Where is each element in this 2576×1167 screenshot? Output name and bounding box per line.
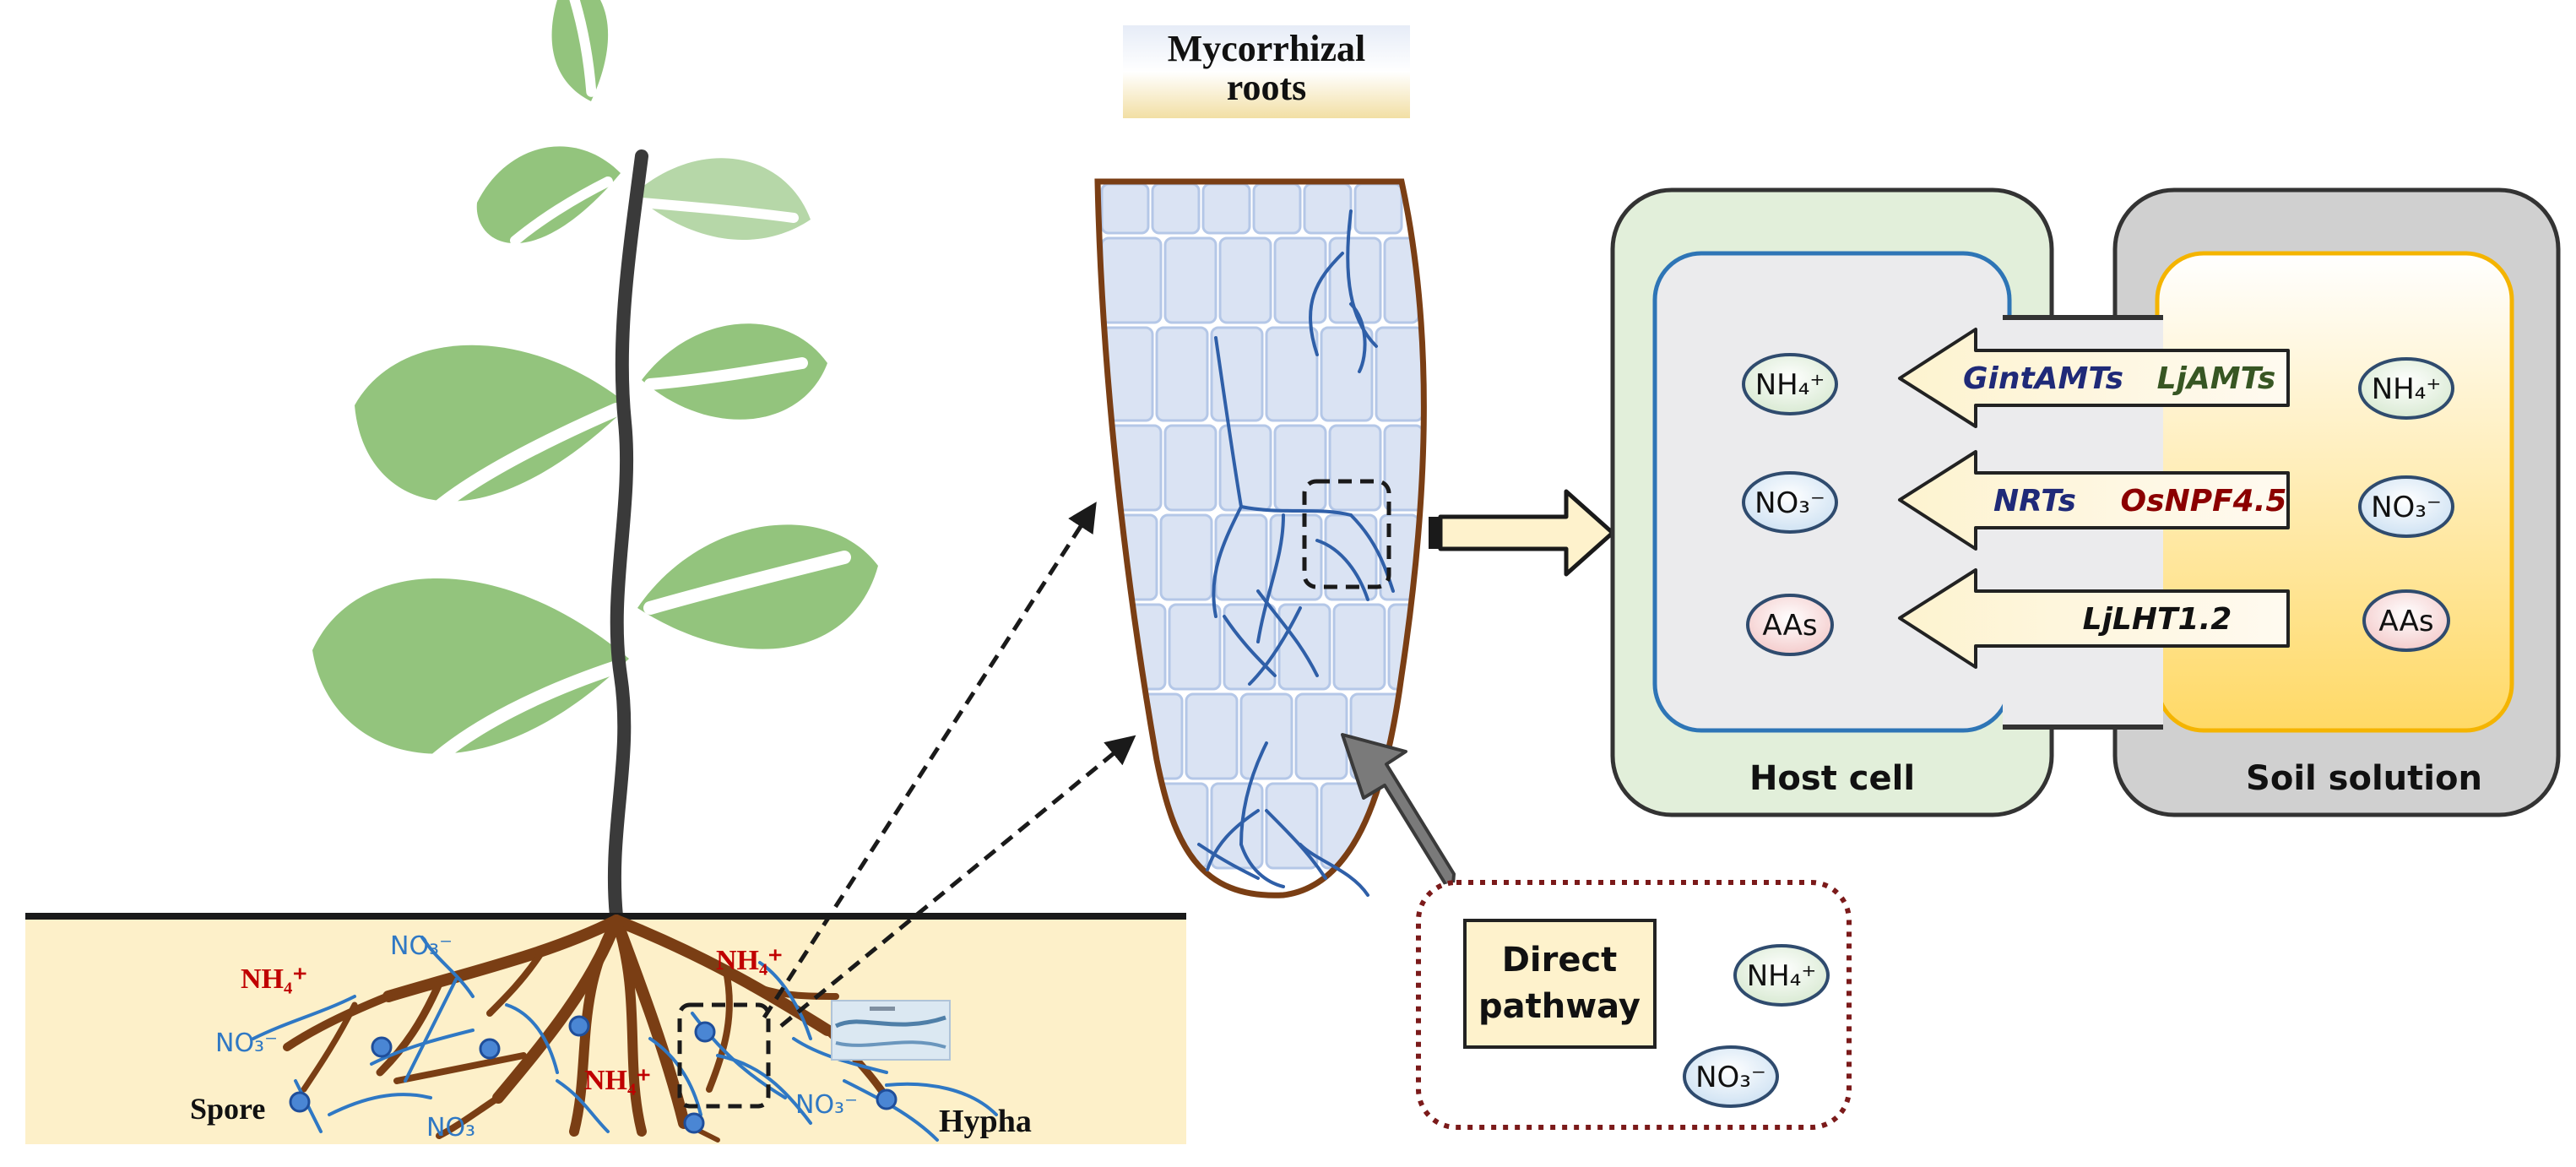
label-nh4-right: NH₄⁺ [716, 945, 783, 976]
leaf-2 [476, 146, 621, 246]
direct-ion-nh4: NH₄⁺ [1747, 959, 1817, 993]
direct-pathway-label-1: Direct [1502, 941, 1618, 980]
host-ion-aas: AAs [1762, 609, 1817, 643]
host-cell-label: Host cell [1749, 759, 1915, 798]
leaf-7 [637, 524, 878, 649]
transporter-ljamts: LjAMTs [2157, 361, 2276, 396]
transporter-ljlht12: LjLHT1.2 [2083, 602, 2232, 637]
title-line-1: Mycorrhizal [1168, 28, 1366, 69]
plant-roots [283, 915, 891, 1143]
transporter-arrow-3: LjLHT1.2 [1898, 568, 2290, 669]
host-ion-nh4: NH₄⁺ [1755, 368, 1825, 402]
soil-labels: NH₄⁺ NO₃⁻ NO₃⁻ NH₄⁺ NH₄⁺ NO₃ NO₃⁻ Spore … [190, 931, 1032, 1143]
title-line-2: roots [1227, 67, 1307, 108]
direct-pathway-arrow [1341, 733, 1456, 897]
transporter-arrow-2: NRTs OsNPF4.5 [1898, 450, 2290, 551]
leaf-3 [633, 158, 811, 240]
soil-spores [289, 1015, 898, 1134]
leaf-5 [642, 323, 827, 420]
label-hypha: Hypha [939, 1104, 1032, 1139]
direct-pathway-box: Direct pathway NH₄⁺ NO₃⁻ [1416, 880, 1852, 1130]
direct-ion-no3: NO₃⁻ [1695, 1061, 1766, 1094]
label-nh4-left: NH₄⁺ [241, 963, 307, 995]
leaf-6 [312, 578, 629, 771]
transporter-nrts: NRTs [1993, 484, 2076, 518]
label-spore: Spore [190, 1092, 265, 1126]
transporter-arrow-1: GintAMTs LjAMTs [1898, 328, 2290, 428]
mycorrhizal-roots-title: Mycorrhizal roots [1123, 25, 1410, 118]
soil-zoom-box [677, 1002, 771, 1109]
root-zoom-box [1302, 479, 1391, 589]
leaf-1 [551, 0, 609, 101]
zoom-arrow-lower [779, 735, 1136, 1028]
label-no3-right: NO₃⁻ [795, 1090, 858, 1120]
label-no3-top: NO₃⁻ [390, 931, 453, 961]
host-ion-no3: NO₃⁻ [1754, 486, 1825, 520]
soil-ion-aas: AAs [2378, 605, 2433, 638]
host-ions: NH₄⁺ NO₃⁻ AAs [1742, 353, 1838, 656]
plant [312, 0, 878, 923]
soil-ion-no3: NO₃⁻ [2371, 491, 2442, 524]
transporter-gintamts: GintAMTs [1963, 361, 2123, 396]
label-no3-bottom: NO₃ [426, 1113, 475, 1143]
micrograph-thumbnail [831, 1000, 951, 1061]
zoom-arrow-upper [762, 502, 1097, 1019]
plant-stem [607, 149, 648, 923]
root-hyphae [1197, 209, 1395, 897]
transporter-osnpf45: OsNPF4.5 [2121, 484, 2287, 518]
soil-solution-label: Soil solution [2246, 759, 2482, 798]
label-no3-left: NO₃⁻ [215, 1029, 278, 1058]
root-cells [1100, 182, 1424, 870]
direct-pathway-label-2: pathway [1478, 987, 1641, 1026]
root-section [1094, 178, 1427, 898]
label-nh4-center: NH₄⁺ [584, 1065, 651, 1096]
root-to-cell-arrow [1429, 489, 1615, 577]
soil-ion-nh4: NH₄⁺ [2372, 372, 2442, 406]
leaf-4 [355, 345, 629, 513]
soil-ions: NH₄⁺ NO₃⁻ AAs [2358, 357, 2454, 652]
